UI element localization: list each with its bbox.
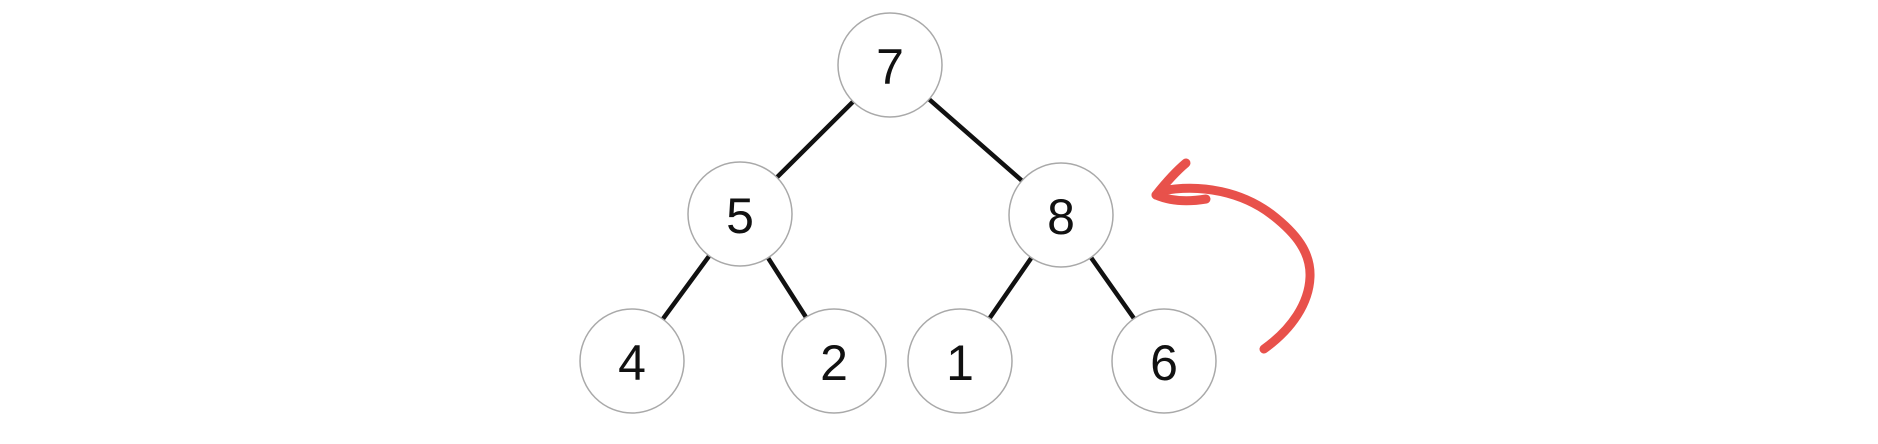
tree-nodes: 7 5 8 4 2 1 6: [579, 12, 1217, 414]
node-2-circle: [781, 308, 887, 414]
node-8-circle: [1008, 162, 1114, 268]
node-1-circle: [907, 308, 1013, 414]
red-arrow-annotation: [1151, 158, 1315, 354]
node-8-label: 8: [1047, 189, 1075, 245]
node-5-label: 5: [726, 188, 754, 244]
red-arrow-curve: [1156, 183, 1315, 354]
node-7-label: 7: [876, 39, 904, 95]
node-7-circle: [837, 12, 943, 118]
node-1-label: 1: [946, 335, 974, 391]
node-5-circle: [687, 161, 793, 267]
red-arrowhead-lower-barb-icon: [1151, 190, 1211, 206]
node-4-label: 4: [618, 335, 646, 391]
node-6-label: 6: [1150, 335, 1178, 391]
node-4-circle: [579, 308, 685, 414]
node-2-label: 2: [820, 335, 848, 391]
node-6-circle: [1111, 308, 1217, 414]
